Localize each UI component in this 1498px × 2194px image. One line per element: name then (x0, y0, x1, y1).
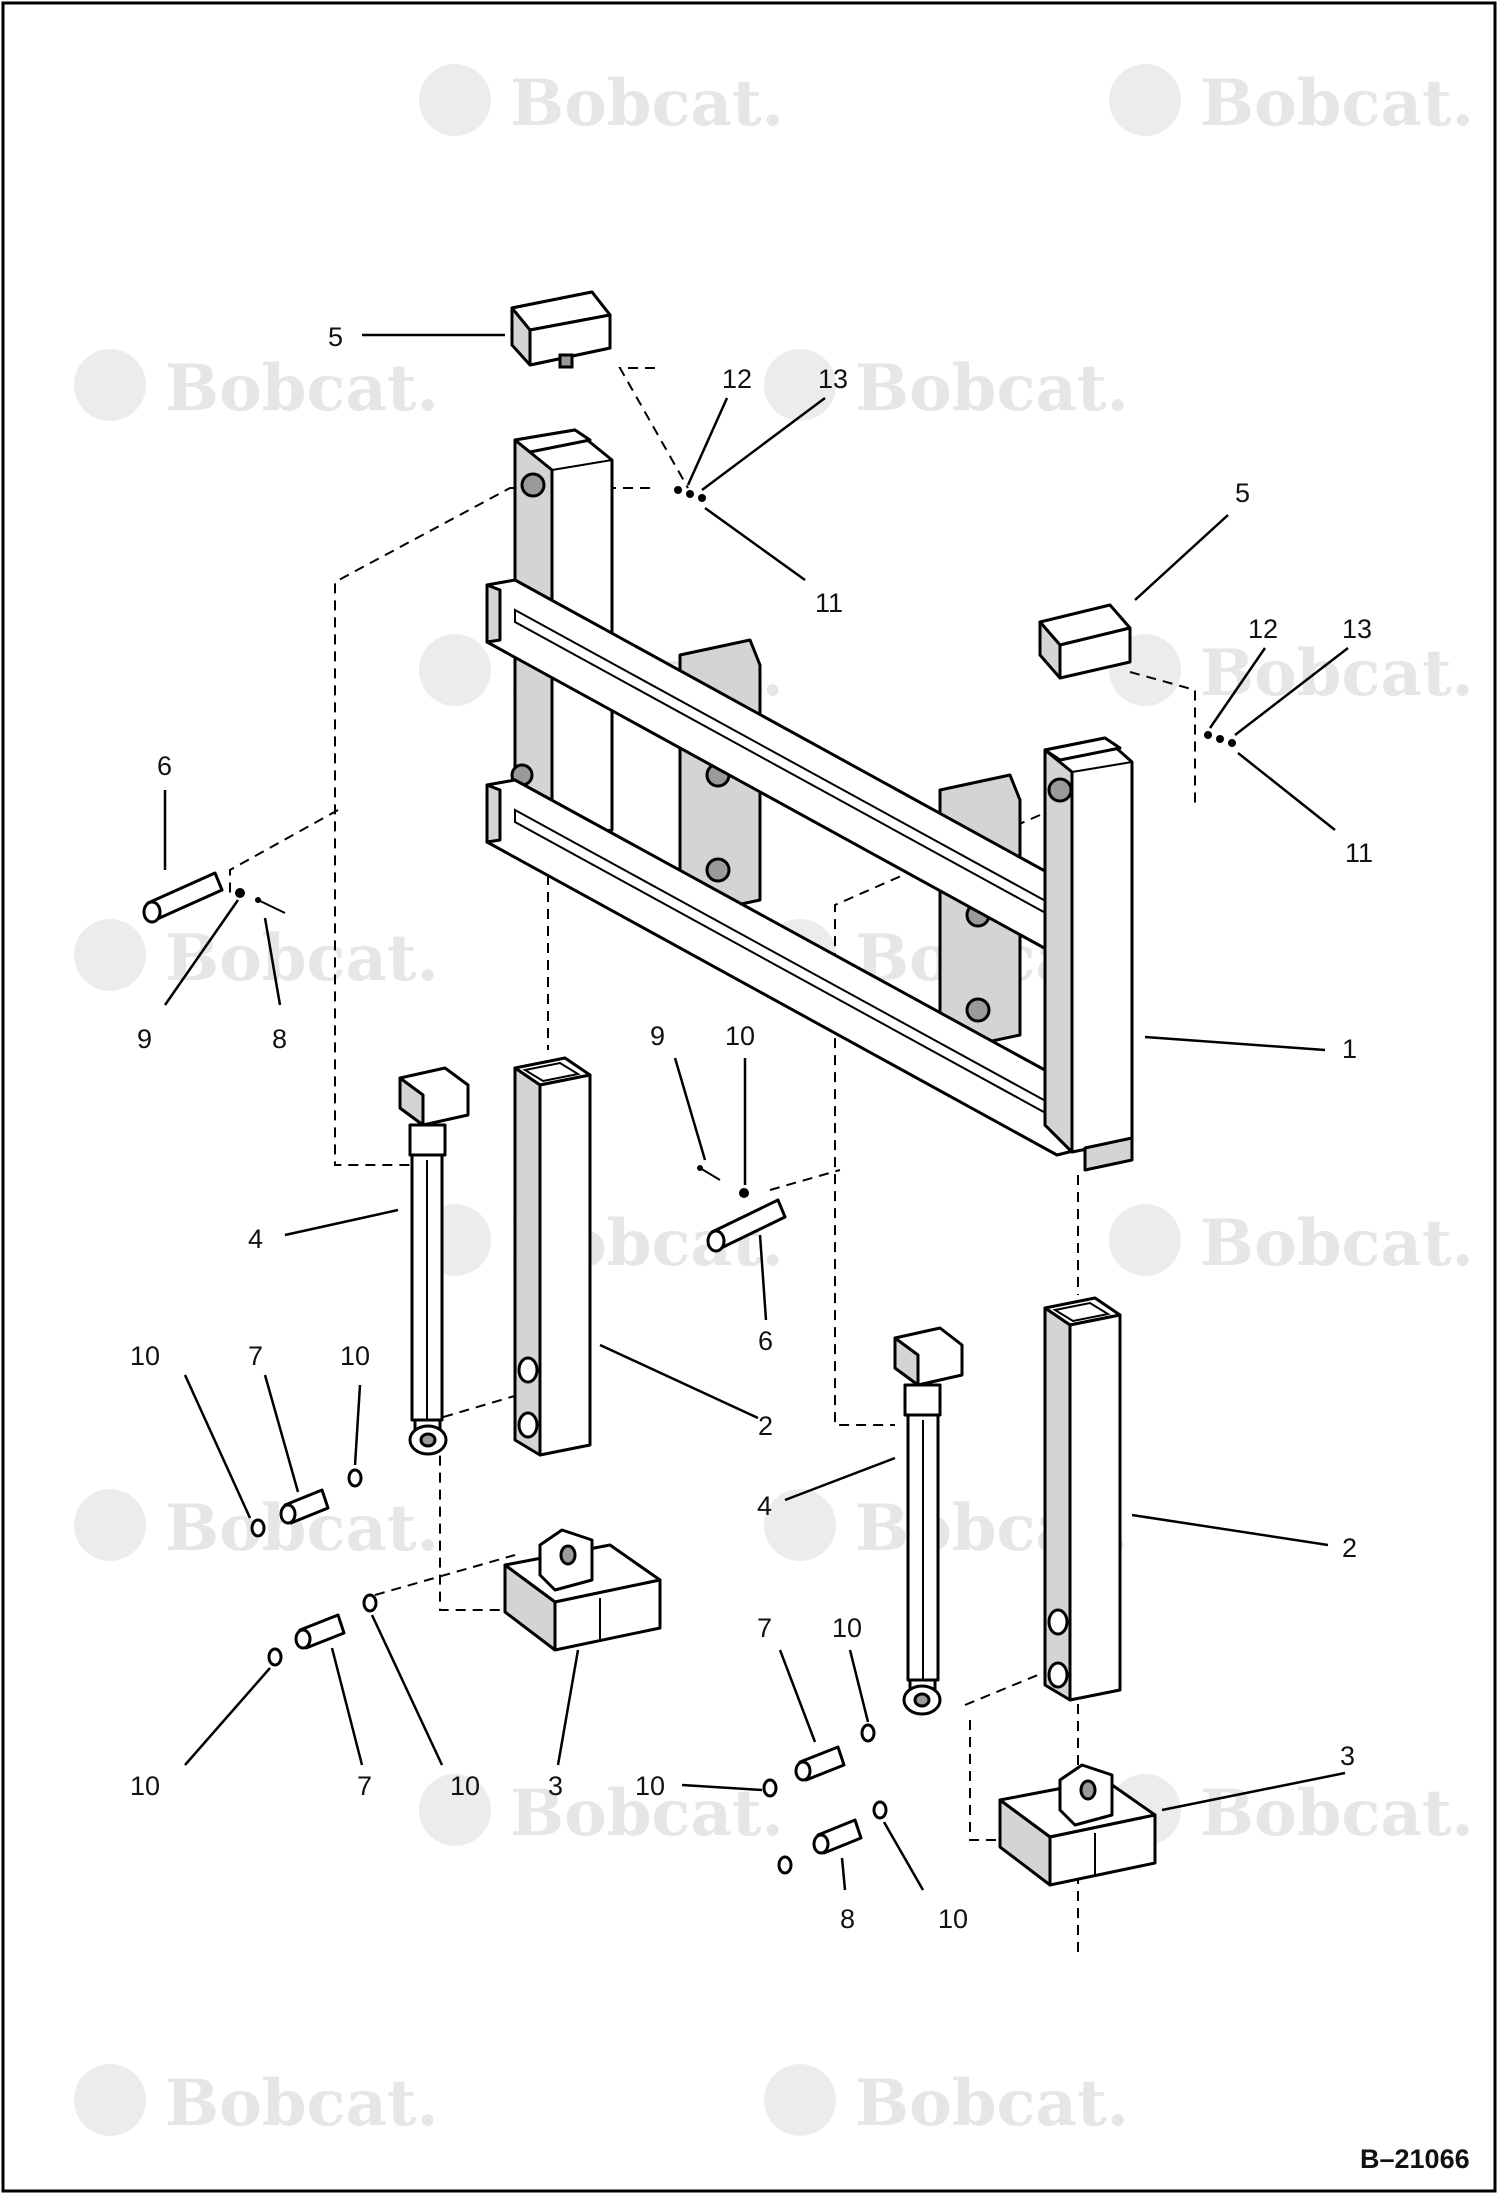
callout-4-left: 4 (248, 1224, 263, 1254)
callout-2-left: 2 (758, 1411, 773, 1441)
part-11-12-13-fasteners-left (674, 486, 706, 502)
watermark-4: Bobcat. (764, 349, 1129, 426)
leader-lines (163, 333, 1349, 1891)
assembly-lines (229, 367, 1196, 1955)
part-7-pin-3 (794, 1745, 846, 1782)
callout-10-b: 10 (340, 1341, 370, 1371)
part-7-pin-2 (294, 1613, 346, 1650)
part-2-tube-right (1043, 1296, 1122, 1702)
callout-12-right: 12 (1248, 614, 1278, 644)
callout-11-left: 11 (815, 588, 843, 618)
watermark-1: Bobcat. (419, 64, 784, 141)
callout-10-f: 10 (635, 1771, 665, 1801)
callout-4-right: 4 (757, 1491, 772, 1521)
part-10-washers (250, 1468, 888, 1875)
part-5-cap-right (1038, 603, 1132, 680)
figure-id: B–21066 (1360, 2144, 1470, 2174)
callout-9-center: 10 (725, 1021, 755, 1051)
part-4-cylinder-left (398, 1066, 470, 1456)
callout-12-left: 12 (722, 364, 752, 394)
callout-11-right: 11 (1345, 838, 1373, 868)
callout-6-left: 6 (157, 751, 172, 781)
part-6-pin-left (142, 871, 224, 924)
part-8-9-fasteners-left (235, 888, 286, 914)
callout-2-right: 2 (1342, 1533, 1357, 1563)
watermark-7: Bobcat. (74, 919, 439, 996)
part-3-foot-left (503, 1528, 662, 1652)
part-5-cap-left (510, 290, 612, 369)
part-8-9-fasteners-center (697, 1165, 749, 1198)
callout-7-c: 7 (757, 1613, 772, 1643)
watermark-15: Bobcat. (74, 2064, 439, 2141)
part-11-12-13-fasteners-right (1204, 731, 1236, 747)
callout-7-a: 7 (248, 1341, 263, 1371)
svg-text:Bobcat.: Bobcat. (1200, 636, 1474, 711)
callout-labels: 5 12 13 11 5 12 13 11 6 9 8 1 9 10 6 4 2… (130, 322, 1373, 1934)
part-3-foot-right (998, 1763, 1157, 1887)
part-7-pin-1 (279, 1488, 330, 1525)
callout-10-a: 10 (130, 1341, 160, 1371)
callout-8-center: 9 (650, 1021, 665, 1051)
watermark-2: Bobcat. (1109, 64, 1474, 141)
svg-text:Bobcat.: Bobcat. (165, 351, 439, 426)
callout-13-right: 13 (1342, 614, 1372, 644)
callout-13-left: 13 (818, 364, 848, 394)
callout-10-g: 10 (938, 1904, 968, 1934)
svg-text:Bobcat.: Bobcat. (1200, 1776, 1474, 1851)
callout-5-left: 5 (328, 322, 343, 352)
callout-1: 1 (1342, 1034, 1357, 1064)
svg-text:Bobcat.: Bobcat. (1200, 66, 1474, 141)
watermark-14: Bobcat. (1109, 1774, 1474, 1851)
watermark-3: Bobcat. (74, 349, 439, 426)
svg-text:Bobcat.: Bobcat. (510, 66, 784, 141)
callout-10-c: 10 (130, 1771, 160, 1801)
part-2-tube-left (513, 1056, 592, 1457)
callout-7-d: 8 (840, 1904, 855, 1934)
watermark-6: Bobcat. (1109, 634, 1474, 711)
svg-text:Bobcat.: Bobcat. (165, 921, 439, 996)
svg-text:Bobcat.: Bobcat. (1200, 1206, 1474, 1281)
watermark-layer: Bobcat. Bobcat. Bobcat. Bobcat. Bobcat. … (74, 64, 1474, 2141)
callout-7-b: 7 (357, 1771, 372, 1801)
callout-5-right: 5 (1235, 478, 1250, 508)
watermark-10: Bobcat. (1109, 1204, 1474, 1281)
watermark-16: Bobcat. (764, 2064, 1129, 2141)
part-4-cylinder-right (893, 1326, 964, 1716)
callout-9-left: 9 (137, 1024, 152, 1054)
part-1-frame (485, 428, 1134, 1172)
callout-3-left: 3 (548, 1771, 563, 1801)
callout-10-e: 10 (832, 1613, 862, 1643)
callout-8-left: 8 (272, 1024, 287, 1054)
callout-10-d: 10 (450, 1771, 480, 1801)
part-7-pin-4 (812, 1818, 863, 1855)
svg-text:Bobcat.: Bobcat. (165, 2066, 439, 2141)
svg-text:Bobcat.: Bobcat. (855, 2066, 1129, 2141)
part-6-pin-center (706, 1198, 787, 1253)
svg-text:Bobcat.: Bobcat. (855, 351, 1129, 426)
callout-3-right: 3 (1340, 1741, 1355, 1771)
callout-6-center: 6 (758, 1326, 773, 1356)
